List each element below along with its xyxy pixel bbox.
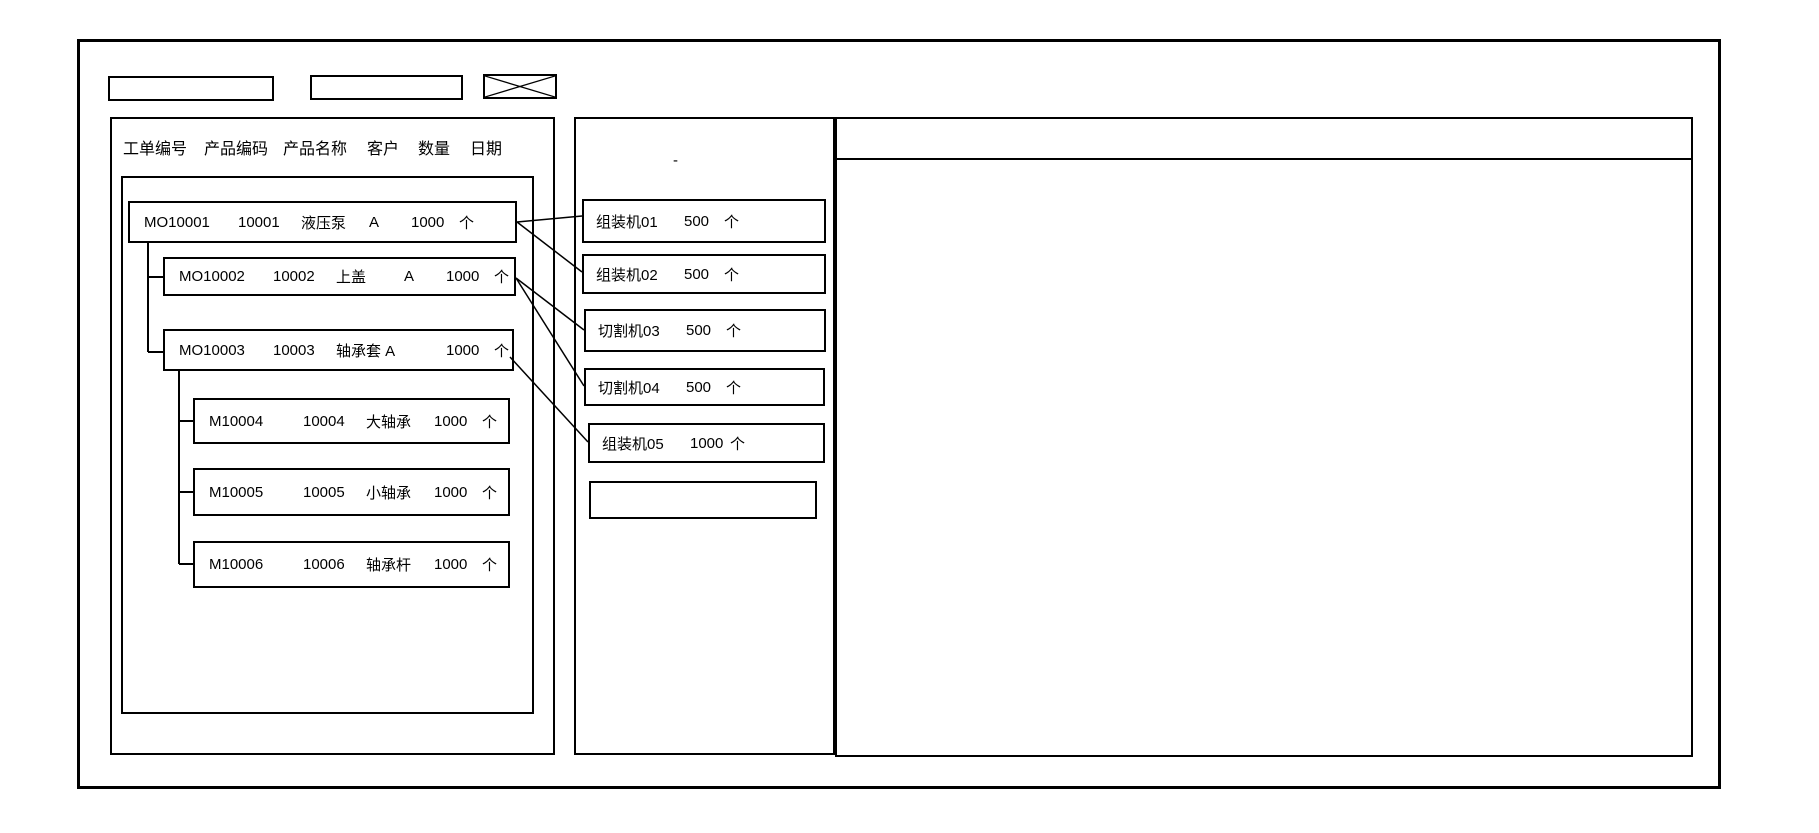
machine-name: 组装机02 [596, 266, 658, 284]
machine-unit: 个 [724, 213, 740, 231]
customer: A [369, 213, 380, 231]
machine-qty: 500 [686, 322, 712, 339]
close-icon [485, 76, 555, 97]
column-qty: 数量 [418, 141, 451, 158]
qty: 1000 [434, 556, 468, 573]
order-no: MO10002 [179, 268, 245, 285]
machine-box-01[interactable]: 组装机01 500 个 [582, 199, 826, 243]
work-order-column-header: 工单编号 产品编码 产品名称 客户 数量 日期 [123, 137, 543, 158]
product-code: 10003 [273, 341, 315, 359]
schedule-panel [835, 117, 1693, 757]
close-button[interactable] [483, 74, 557, 99]
product-code: 10004 [303, 412, 345, 430]
product-name: 上盖 [336, 269, 367, 286]
machine-box-empty[interactable] [589, 481, 817, 519]
dash-mark: - [673, 152, 678, 169]
toolbar-input-2[interactable] [310, 75, 463, 100]
work-order-row-MO10002[interactable]: MO10002 10002 上盖 A 1000 个 [163, 257, 516, 296]
machine-qty: 500 [684, 265, 710, 283]
product-name: 液压泵 [301, 214, 347, 232]
machine-name: 组装机05 [602, 435, 664, 453]
schedule-header-row [837, 119, 1691, 160]
product-name: 小轴承 [366, 484, 412, 502]
column-order-no: 工单编号 [123, 141, 188, 158]
unit: 个 [482, 484, 498, 502]
product-name: 轴承套 A [336, 342, 396, 360]
machine-unit: 个 [724, 266, 740, 284]
order-no: M10006 [209, 556, 264, 573]
machine-qty: 1000 [690, 434, 724, 452]
qty: 1000 [434, 483, 468, 501]
machine-name: 切割机04 [598, 379, 660, 397]
column-product-code: 产品编码 [204, 141, 269, 158]
machine-box-04[interactable]: 切割机04 500 个 [584, 368, 825, 406]
work-order-row-M10006[interactable]: M10006 10006 轴承杆 1000 个 [193, 541, 510, 588]
product-code: 10002 [273, 268, 315, 285]
unit: 个 [482, 557, 498, 574]
order-no: MO10003 [179, 341, 245, 359]
unit: 个 [482, 413, 498, 431]
order-no: MO10001 [144, 213, 210, 231]
product-name: 轴承杆 [366, 557, 412, 574]
machine-name: 组装机01 [596, 213, 658, 231]
order-no: M10004 [209, 412, 264, 430]
product-name: 大轴承 [366, 413, 412, 431]
work-order-row-M10005[interactable]: M10005 10005 小轴承 1000 个 [193, 468, 510, 516]
column-product-name: 产品名称 [283, 141, 348, 158]
qty: 1000 [434, 412, 468, 430]
customer: A [404, 268, 415, 285]
machine-box-03[interactable]: 切割机03 500 个 [584, 309, 826, 352]
toolbar-input-1[interactable] [108, 76, 274, 101]
column-customer: 客户 [367, 141, 400, 158]
qty: 1000 [446, 268, 480, 285]
product-code: 10006 [303, 556, 345, 573]
machine-unit: 个 [726, 379, 742, 397]
unit: 个 [459, 214, 475, 232]
machine-unit: 个 [726, 323, 742, 340]
product-code: 10005 [303, 483, 345, 501]
column-date: 日期 [470, 141, 503, 158]
machine-unit: 个 [730, 435, 746, 453]
machine-name: 切割机03 [598, 323, 660, 340]
work-order-row-MO10003[interactable]: MO10003 10003 轴承套 A 1000 个 [163, 329, 514, 371]
qty: 1000 [446, 341, 480, 359]
qty: 1000 [411, 213, 445, 231]
unit: 个 [494, 269, 510, 286]
work-order-row-MO10001[interactable]: MO10001 10001 液压泵 A 1000 个 [128, 201, 517, 243]
work-order-row-M10004[interactable]: M10004 10004 大轴承 1000 个 [193, 398, 510, 444]
product-code: 10001 [238, 213, 280, 231]
machine-box-02[interactable]: 组装机02 500 个 [582, 254, 826, 294]
order-no: M10005 [209, 483, 264, 501]
machine-qty: 500 [684, 212, 710, 230]
machine-qty: 500 [686, 378, 712, 396]
work-order-tree [121, 176, 534, 714]
unit: 个 [494, 342, 510, 360]
machine-box-05[interactable]: 组装机05 1000 个 [588, 423, 825, 463]
